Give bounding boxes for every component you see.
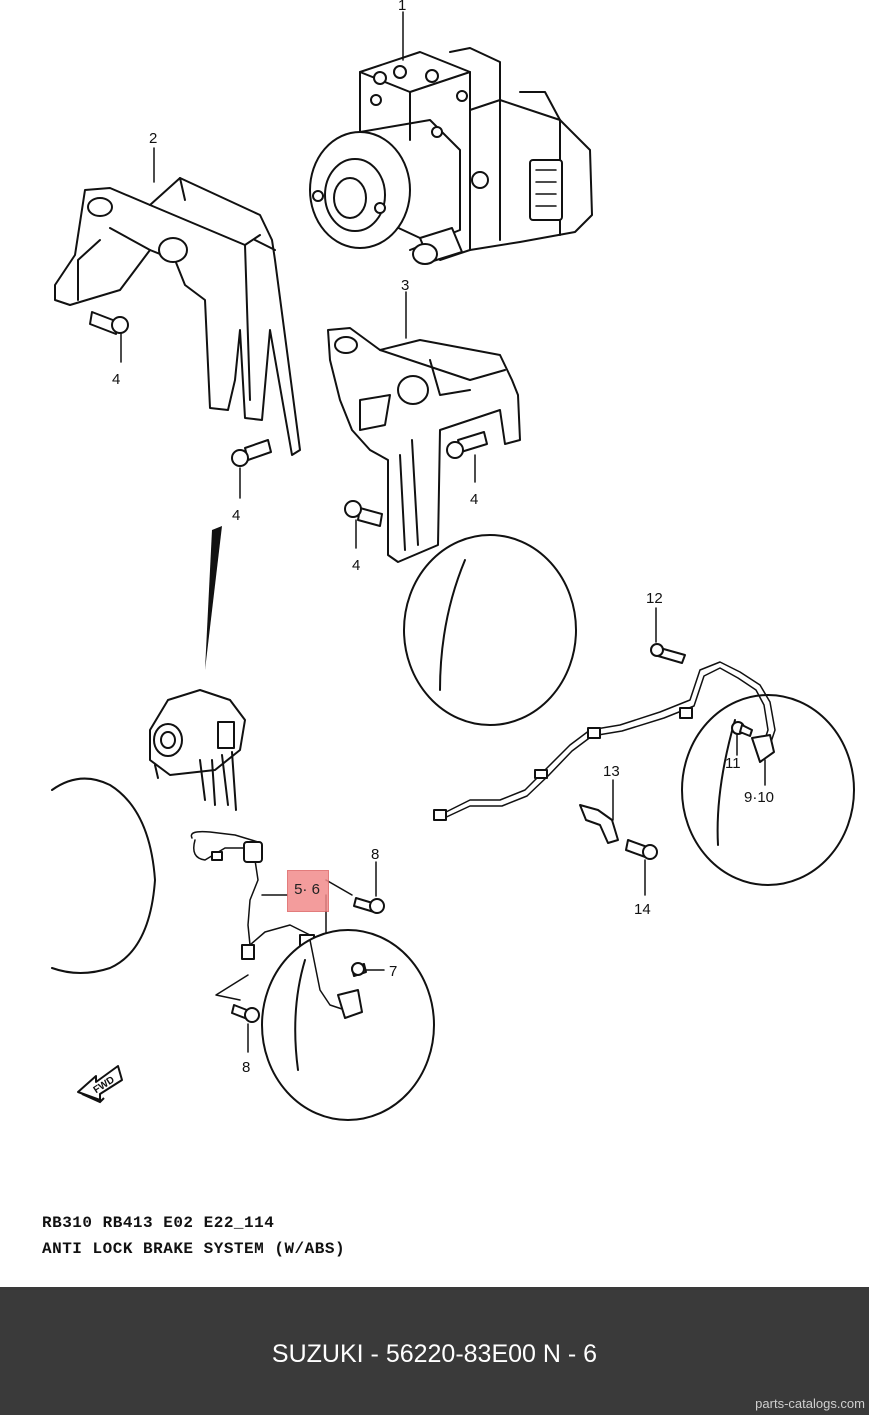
bolt-4d (344, 500, 383, 527)
screw-11 (731, 721, 753, 737)
bolt-8a (353, 897, 385, 914)
callout-3: 3 (401, 277, 409, 294)
callout-8b: 8 (242, 1059, 250, 1076)
callout-12: 12 (646, 590, 663, 607)
bracket-left (54, 177, 301, 456)
parts-diagram: 1 2 4 4 3 4 (51, 0, 855, 1121)
diagram-title-caption: ANTI LOCK BRAKE SYSTEM (W/ABS) (42, 1240, 346, 1258)
clip-13 (579, 804, 619, 844)
pointer-wedge (205, 526, 222, 670)
callout-5-6[interactable]: 5· 6 (294, 881, 320, 898)
footer-bar (0, 1287, 869, 1415)
callout-7: 7 (389, 963, 397, 980)
callout-4b: 4 (232, 507, 240, 524)
callout-4d: 4 (352, 557, 360, 574)
callout-14: 14 (634, 901, 651, 918)
callout-4c: 4 (470, 491, 478, 508)
front-right-wheel (403, 534, 577, 726)
abs-unit-installed (149, 689, 246, 811)
left-wheel (51, 777, 156, 974)
bolt-7 (351, 962, 367, 977)
callout-4a: 4 (112, 371, 120, 388)
bolt-4b (231, 439, 272, 467)
callout-9-10: 9·10 (744, 789, 774, 806)
diagram-code-caption: RB310 RB413 E02 E22_114 (42, 1214, 275, 1232)
callout-2: 2 (149, 130, 157, 147)
site-watermark: parts-catalogs.com (755, 1396, 865, 1411)
bolt-8b (231, 1004, 260, 1023)
callout-1: 1 (398, 0, 406, 14)
screw-12 (650, 643, 686, 664)
abs-hydraulic-unit (309, 47, 593, 265)
callout-8a: 8 (371, 846, 379, 863)
part-number-title: SUZUKI - 56220-83E00 N - 6 (271, 1340, 598, 1368)
callout-11: 11 (725, 755, 741, 772)
front-left-sensor (309, 939, 363, 1019)
bracket-right (327, 327, 521, 563)
fwd-arrow-icon: FWD (77, 1065, 123, 1104)
front-left-wheel (261, 929, 435, 1121)
part-highlight-5-6[interactable] (287, 870, 329, 912)
rear-right-wheel (681, 694, 855, 886)
callout-13: 13 (603, 763, 620, 780)
bolt-4a (89, 311, 129, 335)
bolt-14 (625, 839, 658, 860)
bolt-4c (446, 431, 488, 459)
rear-right-harness (433, 661, 776, 821)
